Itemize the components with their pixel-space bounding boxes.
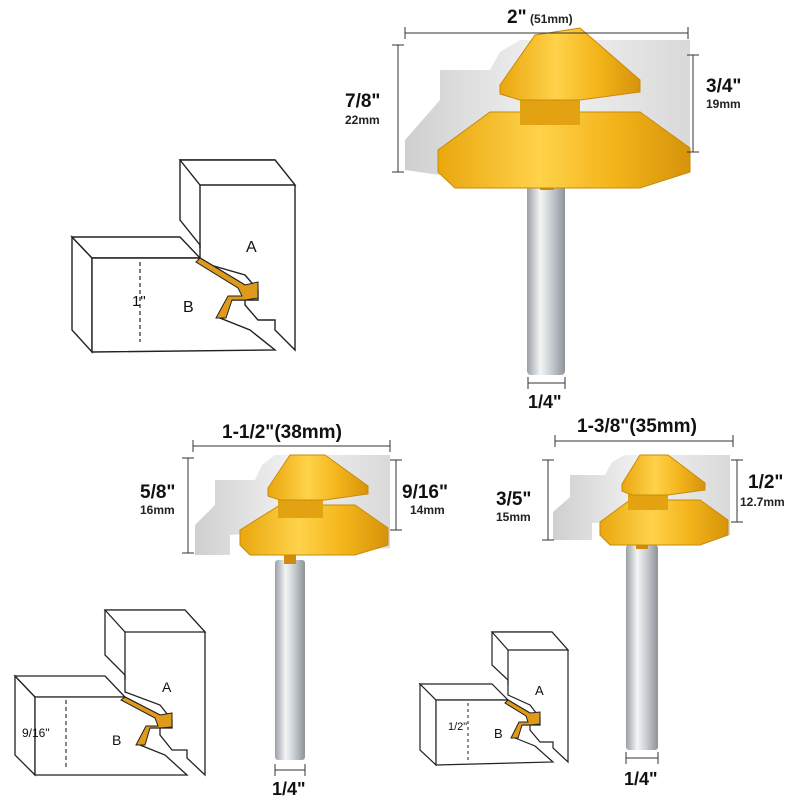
joint-small-label-a: A <box>535 683 544 698</box>
small-height-in: 3/5" <box>496 489 531 510</box>
medium-shank: 1/4" <box>272 779 306 799</box>
joint-large-label-a: A <box>246 239 257 256</box>
large-height-mm: 22mm <box>345 113 380 127</box>
large-router-bit: 2" (51mm) 7/8" 22mm 3/4" 19mm 1/4" <box>345 7 741 412</box>
shank <box>275 560 305 760</box>
small-router-bit: 1-3/8"(35mm) 3/5" 15mm 1/2" 12.7mm 1/4" <box>496 416 785 789</box>
upper-cutter <box>499 27 641 101</box>
joint-large-label-b: B <box>183 299 194 316</box>
joint-small-thickness: 1/2" <box>448 721 467 733</box>
joint-diagram-medium <box>13 609 207 777</box>
joint-diagram-large <box>70 159 297 354</box>
joint-diagram-small <box>418 631 570 767</box>
large-shank: 1/4" <box>528 392 562 412</box>
medium-router-bit: 1-1/2"(38mm) 5/8" 16mm 9/16" 14mm 1/4" <box>140 422 448 799</box>
medium-width: 1-1/2"(38mm) <box>222 422 342 443</box>
medium-height-mm: 16mm <box>140 503 175 517</box>
small-height-mm: 15mm <box>496 510 531 524</box>
joint-large-thickness: 1" <box>132 293 146 310</box>
large-width-in: 2" <box>507 7 527 28</box>
small-cut-in: 1/2" <box>748 472 783 493</box>
joint-medium-label-b: B <box>112 732 121 748</box>
upper-cutter <box>621 454 706 496</box>
large-height-in: 7/8" <box>345 91 380 112</box>
small-shank: 1/4" <box>624 769 658 789</box>
upper-cutter <box>267 454 369 501</box>
joint-small-label-b: B <box>494 726 503 741</box>
joint-medium-label-a: A <box>162 679 172 695</box>
medium-cut-in: 9/16" <box>402 482 448 503</box>
shank <box>626 545 658 750</box>
joint-line <box>504 699 541 739</box>
medium-height-in: 5/8" <box>140 482 175 503</box>
joint-line <box>120 696 173 746</box>
large-cut-mm: 19mm <box>706 97 741 111</box>
joint-medium-thickness: 9/16" <box>22 726 50 740</box>
medium-cut-mm: 14mm <box>410 503 445 517</box>
joint-line <box>195 257 259 319</box>
shank <box>527 180 565 375</box>
large-cut-in: 3/4" <box>706 76 741 97</box>
large-width-mm: (51mm) <box>530 12 573 26</box>
small-width: 1-3/8"(35mm) <box>577 416 697 437</box>
small-cut-mm: 12.7mm <box>740 495 785 509</box>
